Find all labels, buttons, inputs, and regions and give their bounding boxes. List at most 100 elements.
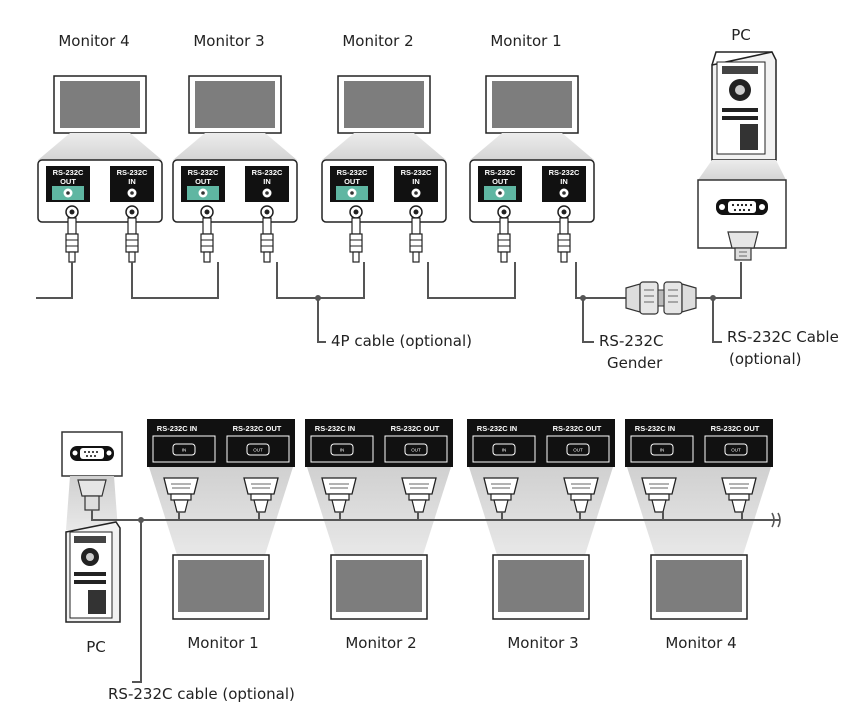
plug-body (409, 233, 423, 253)
db9-in-icon (330, 443, 354, 456)
monitor-beam (470, 133, 594, 160)
rs232c-in-port (472, 435, 536, 463)
plug-tail (68, 251, 76, 263)
db9-collar (408, 493, 430, 501)
db9-collar (328, 493, 350, 501)
bottom-monitor-label: Monitor 1 (187, 634, 258, 652)
plug-tip (129, 209, 135, 215)
plug-tip (413, 209, 419, 215)
port-panel (147, 419, 295, 467)
port-in-label: RS-232C (549, 168, 580, 177)
plug-shaft (67, 217, 77, 235)
port-in-label: IN (128, 177, 136, 186)
db9-boot (173, 499, 189, 513)
plug-shaft (351, 217, 361, 235)
port-in-label: RS-232C IN (315, 424, 355, 433)
monitor-screen (656, 560, 742, 612)
port-in-label: IN (263, 177, 271, 186)
db9-shell (243, 477, 279, 495)
port-in-label: RS-232C (252, 168, 283, 177)
monitor-beam (173, 133, 297, 160)
jack-in-text: IN (182, 448, 187, 453)
db9-shell (563, 477, 599, 495)
plug-shaft (559, 217, 569, 235)
cable-break-icon (771, 512, 781, 528)
plug-body (260, 233, 274, 253)
bottom-monitor-label: Monitor 3 (507, 634, 578, 652)
db9-shell (483, 477, 519, 495)
plug-grip (66, 239, 78, 247)
plug-tip (204, 209, 210, 215)
top-pc-beam (698, 160, 786, 180)
plug-body (125, 233, 139, 253)
monitor-beam (38, 133, 162, 160)
top-monitor-label: Monitor 1 (490, 32, 561, 50)
monitor-screen (178, 560, 264, 612)
rs232c-cable-label-line1: RS-232C Cable (727, 328, 839, 346)
plug-shaft (499, 217, 509, 235)
plug-body (349, 233, 363, 253)
top-pc-port-panel (697, 179, 787, 261)
plug-tail (500, 251, 508, 263)
db9-connector (483, 477, 519, 513)
jack-center (350, 191, 354, 195)
jack-center (562, 191, 566, 195)
db9-out-icon (404, 443, 428, 456)
db9-connector (721, 477, 757, 513)
monitor-screen (344, 81, 424, 128)
phone-plug-connector (200, 205, 214, 263)
db9-collar (170, 493, 192, 501)
plug-shaft (202, 217, 212, 235)
plug-tip (264, 209, 270, 215)
jack-out-text: OUT (253, 448, 263, 453)
db9-shell (163, 477, 199, 495)
port-out-label: RS-232C OUT (711, 424, 760, 433)
plug-shaft (411, 217, 421, 235)
port-panel (467, 419, 615, 467)
jack-out-text: OUT (411, 448, 421, 453)
db9-boot (331, 499, 347, 513)
port-panel (305, 419, 453, 467)
monitor-beam (322, 133, 446, 160)
monitor-screen (336, 560, 422, 612)
bottom-cable-label: RS-232C cable (optional) (108, 685, 295, 703)
plug-grip (126, 239, 138, 247)
db9-in-icon (492, 443, 516, 456)
monitor-screen (195, 81, 275, 128)
top-monitor-label: Monitor 4 (58, 32, 129, 50)
db9-pins (251, 483, 271, 489)
plug-grip (350, 239, 362, 247)
db9-connector (163, 477, 199, 513)
db9-pins (409, 483, 429, 489)
db9-connector (321, 477, 357, 513)
top-monitor-label: Monitor 3 (193, 32, 264, 50)
rs232c-cable-label-line2: (optional) (729, 350, 802, 368)
jack-center (265, 191, 269, 195)
port-out-label: RS-232C OUT (391, 424, 440, 433)
plug-tail (203, 251, 211, 263)
plug-tip (69, 209, 75, 215)
plug-grip (261, 239, 273, 247)
db9-boot (411, 499, 427, 513)
jack-in-text: IN (340, 448, 345, 453)
plug-body (200, 233, 214, 253)
db9-connector (563, 477, 599, 513)
plug-grip (201, 239, 213, 247)
bottom-pc-tower (65, 521, 121, 623)
db9-connector (401, 477, 437, 513)
plug-tip (561, 209, 567, 215)
db9-collar (728, 493, 750, 501)
port-in-label: RS-232C IN (635, 424, 675, 433)
cable-junction-dots (315, 295, 716, 301)
db9-out-icon (724, 443, 748, 456)
db9-out-icon (246, 443, 270, 456)
bottom-monitor-row: RS-232C IN RS-232C OUT IN OUT Monitor 1 RS-23… (147, 419, 773, 652)
bottom-monitor-label: Monitor 4 (665, 634, 736, 652)
rs232c-out-port (226, 435, 290, 463)
